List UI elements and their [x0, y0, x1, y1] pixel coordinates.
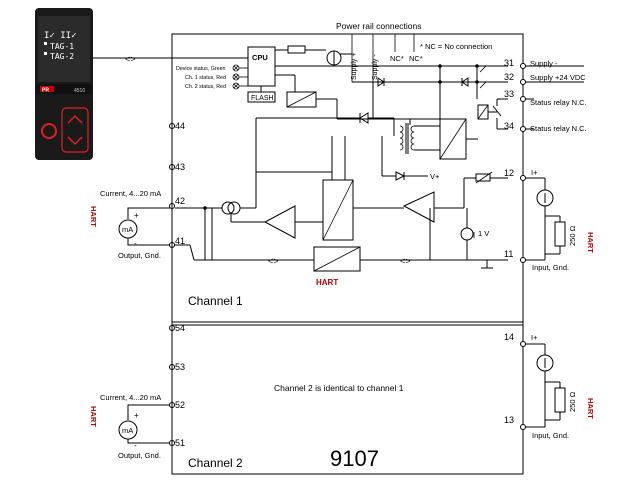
svg-text:33: 33	[504, 89, 514, 99]
svg-text:Supply +24 VDC: Supply +24 VDC	[530, 73, 586, 82]
display-device: I✓ II✓ TAG-1 TAG-2 PR 4510	[35, 8, 93, 160]
output-amplifier	[263, 205, 296, 239]
svg-text:I+: I+	[531, 333, 538, 342]
svg-text:PR: PR	[42, 88, 49, 94]
svg-text:Status relay N.C.: Status relay N.C.	[530, 98, 587, 107]
svg-text:Current, 4...20 mA: Current, 4...20 mA	[100, 393, 161, 402]
svg-text:FLASH: FLASH	[251, 95, 274, 102]
svg-text:Ch. 2 status, Red: Ch. 2 status, Red	[185, 84, 226, 90]
svg-text:42: 42	[175, 196, 185, 206]
display-line3: TAG-2	[50, 52, 74, 61]
svg-text:Status relay N.C.: Status relay N.C.	[530, 124, 587, 133]
svg-text:-: -	[134, 239, 137, 248]
svg-text:<>: <>	[268, 256, 279, 266]
input-sensor-ch2: I+ 250 Ω HART	[531, 333, 595, 427]
svg-text:Current, 4...20 mA: Current, 4...20 mA	[100, 189, 161, 198]
status-leds: Device status, Green Ch. 1 status, Red C…	[176, 64, 248, 90]
svg-text:32: 32	[504, 72, 514, 82]
svg-text:250 Ω: 250 Ω	[568, 391, 577, 412]
svg-text:+: +	[134, 411, 139, 420]
svg-text:14: 14	[504, 332, 514, 342]
model-number: 9107	[330, 446, 379, 471]
svg-text:13: 13	[504, 415, 514, 425]
svg-text:I+: I+	[531, 168, 538, 177]
svg-text:V+: V+	[430, 172, 440, 181]
svg-text:12: 12	[504, 168, 514, 178]
svg-text:HART: HART	[89, 206, 98, 227]
svg-text:34: 34	[504, 121, 514, 131]
svg-text:HART: HART	[586, 232, 595, 253]
svg-text:52: 52	[175, 400, 185, 410]
svg-text:54: 54	[175, 323, 185, 333]
right-terminals: 31 Supply - 32 Supply +24 VDC 33 Status …	[504, 58, 587, 440]
brand-logo	[40, 86, 54, 92]
transformer	[399, 123, 440, 154]
svg-text:mA: mA	[122, 225, 133, 234]
svg-text:Input, Gnd.: Input, Gnd.	[532, 263, 569, 272]
svg-text:NC*: NC*	[390, 54, 404, 63]
output-loop-ch2: Current, 4...20 mA Output, Gnd. mA + - H…	[89, 393, 170, 460]
svg-text:Output, Gnd.: Output, Gnd.	[118, 251, 161, 260]
channel-2-note: Channel 2 is identical to channel 1	[274, 383, 404, 393]
display-line2: TAG-1	[50, 42, 74, 51]
svg-text:<>: <>	[125, 54, 136, 64]
channel-2-label: Channel 2	[188, 456, 243, 470]
up-arrow-icon[interactable]	[67, 114, 83, 124]
svg-text:HART: HART	[316, 278, 338, 287]
svg-text:43: 43	[175, 162, 185, 172]
svg-text:CPU: CPU	[252, 53, 268, 62]
svg-text:-: -	[134, 441, 137, 450]
svg-text:NC*: NC*	[409, 54, 423, 63]
svg-text:Output, Gnd.: Output, Gnd.	[118, 451, 161, 460]
svg-text:Supply -: Supply -	[530, 59, 558, 68]
svg-text:<>: <>	[400, 256, 411, 266]
output-loop-ch1: Current, 4...20 mA Output, Gnd. mA + - H…	[89, 189, 170, 260]
module-frame	[171, 33, 524, 475]
channel-1-label: Channel 1	[188, 294, 243, 308]
svg-text:1 V: 1 V	[478, 229, 489, 238]
svg-text:HART: HART	[89, 406, 98, 427]
svg-text:Device status, Green: Device status, Green	[176, 66, 226, 72]
svg-text:4510: 4510	[74, 88, 85, 94]
down-arrow-icon[interactable]	[67, 136, 83, 146]
svg-text:44: 44	[175, 121, 185, 131]
svg-text:51: 51	[175, 438, 185, 448]
display-line1: I✓ II✓	[44, 31, 77, 41]
nc-note: * NC = No connection	[420, 42, 492, 51]
svg-text:HART: HART	[586, 398, 595, 419]
hart-modem	[313, 246, 361, 272]
isolation-block	[322, 179, 354, 241]
svg-text:Ch. 1 status, Red: Ch. 1 status, Red	[185, 75, 226, 81]
svg-text:250 Ω: 250 Ω	[568, 225, 577, 246]
svg-text:31: 31	[504, 58, 514, 68]
svg-text:Supply -: Supply -	[372, 54, 379, 80]
power-rail-title: Power rail connections	[336, 21, 422, 31]
svg-text:+: +	[134, 211, 139, 220]
input-amplifier	[402, 191, 435, 223]
power-button-icon[interactable]	[41, 123, 57, 139]
svg-text:41: 41	[175, 236, 185, 246]
svg-text:Input, Gnd.: Input, Gnd.	[532, 431, 569, 440]
nav-buttons[interactable]	[61, 107, 89, 153]
svg-text:53: 53	[175, 362, 185, 372]
svg-text:11: 11	[504, 249, 513, 259]
input-sensor-ch1: I+ 250 Ω HART	[531, 168, 595, 260]
svg-text:mA: mA	[122, 426, 133, 435]
